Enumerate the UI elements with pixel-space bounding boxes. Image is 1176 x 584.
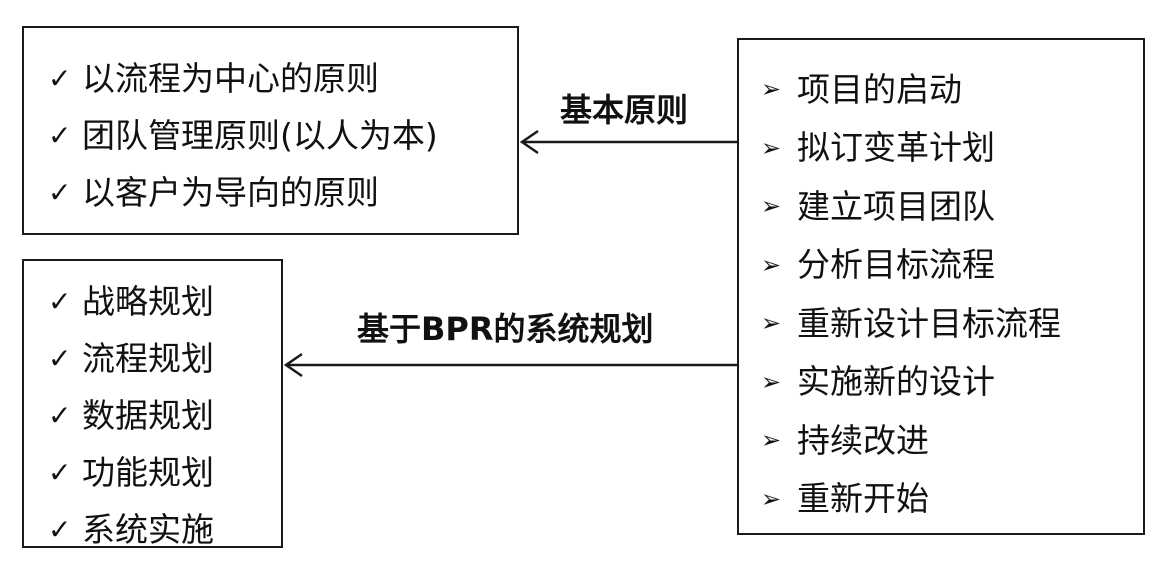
principles-box: ✓ 以流程为中心的原则 ✓ 团队管理原则(以人为本) ✓ 以客户为导向的原则 <box>22 26 519 235</box>
list-item: ✓ 流程规划 <box>48 330 281 387</box>
list-item: ➢ 分析目标流程 <box>761 236 1143 295</box>
arrow-bullet-icon: ➢ <box>761 426 782 455</box>
list-item-label: 以流程为中心的原则 <box>82 59 379 98</box>
list-item: ✓ 数据规划 <box>48 387 281 444</box>
arrow-left-icon <box>519 129 539 155</box>
list-item: ➢ 重新开始 <box>761 470 1143 529</box>
list-item: ✓ 功能规划 <box>48 444 281 501</box>
arrow-bullet-icon: ➢ <box>761 250 782 279</box>
list-item-label: 持续改进 <box>797 420 929 460</box>
steps-box: ➢ 项目的启动 ➢ 拟订变革计划 ➢ 建立项目团队 ➢ 分析目标流程 ➢ 重新设… <box>737 38 1145 535</box>
list-item: ✓ 以客户为导向的原则 <box>48 164 517 221</box>
list-item: ✓ 以流程为中心的原则 <box>48 50 517 107</box>
planning-box: ✓ 战略规划 ✓ 流程规划 ✓ 数据规划 ✓ 功能规划 ✓ 系统实施 <box>22 259 283 548</box>
list-item-label: 项目的启动 <box>797 69 962 109</box>
arrow-bullet-icon: ➢ <box>761 367 782 396</box>
arrow-left-icon <box>283 352 303 378</box>
check-icon: ✓ <box>48 175 72 209</box>
list-item-label: 功能规划 <box>82 453 214 492</box>
list-item-label: 拟订变革计划 <box>797 128 995 168</box>
list-item-label: 实施新的设计 <box>797 362 995 402</box>
list-item: ➢ 重新设计目标流程 <box>761 294 1143 353</box>
list-item-label: 系统实施 <box>82 510 214 549</box>
list-item: ➢ 建立项目团队 <box>761 177 1143 236</box>
list-item-label: 重新开始 <box>797 479 929 519</box>
list-item: ➢ 实施新的设计 <box>761 353 1143 412</box>
arrow-bullet-icon: ➢ <box>761 309 782 338</box>
check-icon: ✓ <box>48 455 72 489</box>
arrow-bullet-icon: ➢ <box>761 192 782 221</box>
list-item-label: 战略规划 <box>82 282 214 321</box>
list-item: ✓ 团队管理原则(以人为本) <box>48 107 517 164</box>
arrow-bullet-icon: ➢ <box>761 484 782 513</box>
list-item: ➢ 拟订变革计划 <box>761 119 1143 178</box>
bpr-connector-label: 基于BPR的系统规划 <box>357 310 654 348</box>
list-item: ➢ 项目的启动 <box>761 60 1143 119</box>
arrow-bullet-icon: ➢ <box>761 75 782 104</box>
check-icon: ✓ <box>48 118 72 152</box>
check-icon: ✓ <box>48 284 72 318</box>
list-item-label: 流程规划 <box>82 339 214 378</box>
list-item-label: 数据规划 <box>82 396 214 435</box>
list-item-label: 建立项目团队 <box>797 186 995 226</box>
list-item-label: 重新设计目标流程 <box>797 303 1061 343</box>
list-item: ✓ 系统实施 <box>48 501 281 558</box>
principles-connector-label: 基本原则 <box>560 91 689 129</box>
arrow-bullet-icon: ➢ <box>761 133 782 162</box>
check-icon: ✓ <box>48 398 72 432</box>
list-item-label: 分析目标流程 <box>797 245 995 285</box>
list-item: ➢ 持续改进 <box>761 411 1143 470</box>
check-icon: ✓ <box>48 512 72 546</box>
list-item: ✓ 战略规划 <box>48 273 281 330</box>
check-icon: ✓ <box>48 341 72 375</box>
list-item-label: 团队管理原则(以人为本) <box>82 116 438 155</box>
list-item-label: 以客户为导向的原则 <box>82 173 379 212</box>
check-icon: ✓ <box>48 61 72 95</box>
